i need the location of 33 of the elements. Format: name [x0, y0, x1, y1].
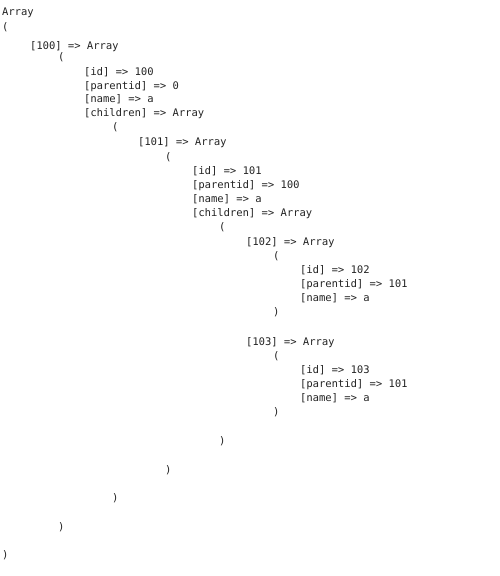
code-line: ( — [273, 350, 280, 363]
code-line: [children] => Array — [84, 107, 204, 120]
code-line: ) — [112, 492, 118, 505]
code-line: ( — [165, 151, 172, 164]
code-line: ( — [2, 21, 8, 34]
code-line: [parentid] => 101 — [300, 378, 408, 391]
code-line: Array — [2, 6, 34, 19]
code-line: [id] => 103 — [300, 364, 370, 377]
code-line: [101] => Array — [138, 136, 227, 149]
code-line: ) — [219, 435, 226, 448]
code-line: [parentid] => 101 — [300, 278, 408, 291]
code-line: [name] => a — [84, 93, 154, 106]
code-line: ) — [165, 464, 172, 477]
code-line: [parentid] => 100 — [192, 179, 300, 192]
code-line: [parentid] => 0 — [84, 80, 179, 93]
code-line: [100] => Array — [30, 40, 119, 52]
code-line: [102] => Array — [246, 236, 335, 249]
code-line: ) — [273, 406, 280, 419]
code-line: ) — [2, 549, 8, 562]
code-line: ( — [58, 51, 64, 64]
code-line: [name] => a — [192, 193, 262, 206]
code-line: [id] => 102 — [300, 264, 370, 277]
code-line: [id] => 101 — [192, 165, 262, 178]
code-line: [name] => a — [300, 392, 370, 405]
code-line: [103] => Array — [246, 336, 335, 349]
code-line: [name] => a — [300, 292, 370, 305]
code-line: ( — [219, 221, 226, 234]
code-line: ( — [112, 121, 118, 134]
code-line: ) — [273, 306, 280, 319]
code-line: ) — [58, 521, 64, 534]
code-line: ( — [273, 250, 280, 263]
code-line: [children] => Array — [192, 207, 312, 220]
code-line: [id] => 100 — [84, 66, 154, 79]
